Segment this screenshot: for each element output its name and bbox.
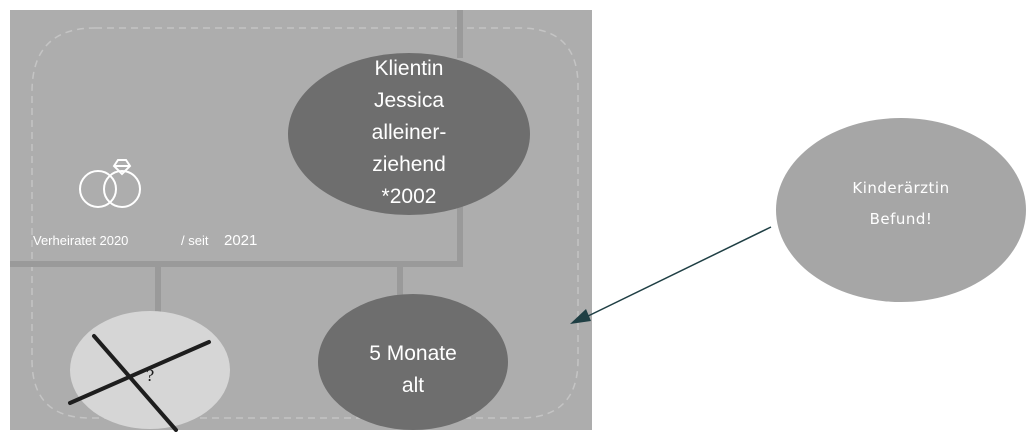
referral-arrow-head [570,309,591,324]
client-line-4: ziehend [372,153,446,176]
household-boundary [31,27,579,419]
wedding-rings-icon [79,159,141,208]
client-line-1: Klientin [375,57,444,80]
baby-node [318,294,508,430]
client-line-3: alleiner- [372,121,447,144]
since-year: 2021 [224,232,257,249]
since-label: / seit [181,233,209,248]
baby-line-2: alt [402,374,424,397]
referral-arrow-line [583,226,772,319]
cross-line-1 [92,334,178,432]
client-node [288,53,530,215]
baby-line-1: 5 Monate [369,342,457,365]
pediatrician-node [776,118,1026,302]
client-line-5: *2002 [382,185,437,208]
cross-line-2 [68,340,211,405]
pediatrician-line-2: Befund! [870,210,933,228]
pediatrician-line-1: Kinderärztin [852,179,949,197]
unknown-question-mark: ? [146,366,155,385]
client-line-2: Jessica [374,89,444,112]
married-label: Verheiratet 2020 [33,233,128,248]
